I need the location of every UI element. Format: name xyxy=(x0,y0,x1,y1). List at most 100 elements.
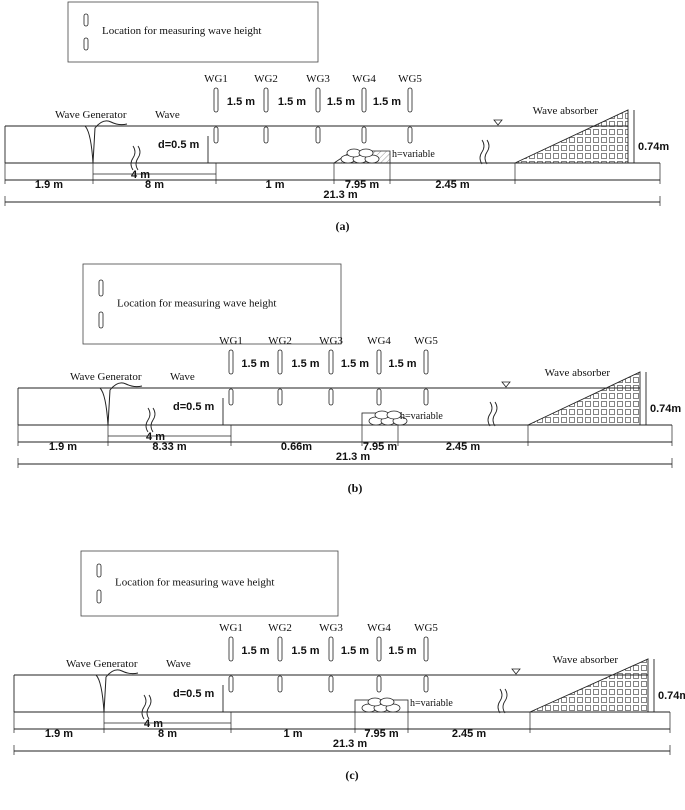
gauge-label: WG3 xyxy=(306,73,330,85)
wave-gauge-icon xyxy=(83,37,89,51)
segment-length-label: 7.95 m xyxy=(363,441,397,453)
total-length-label: 21.3 m xyxy=(323,189,357,201)
wave-gauge-icon xyxy=(328,349,334,375)
segment-length-label: 1.9 m xyxy=(49,441,77,453)
total-length-label: 21.3 m xyxy=(336,451,370,463)
wave-gauge-icon xyxy=(328,636,334,662)
wave-gauge-icon xyxy=(407,126,413,144)
wave-gauge-icon xyxy=(328,675,334,693)
wave-gauge-icon xyxy=(423,349,429,375)
gauge-label: WG5 xyxy=(414,335,438,347)
gauge-spacing-label: 1.5 m xyxy=(241,645,269,657)
wave-gauge-icon xyxy=(277,636,283,662)
wave-gauge-icon xyxy=(228,388,234,406)
legend-label: Location for measuring wave height xyxy=(102,25,261,37)
structure-height-label: h=variable xyxy=(400,411,443,422)
gen-to-wg1-label: 4 m xyxy=(144,718,163,730)
gauge-spacing-label: 1.5 m xyxy=(388,645,416,657)
break-mark-icon xyxy=(130,145,141,171)
gauge-label: WG5 xyxy=(398,73,422,85)
segment-length-label: 2.45 m xyxy=(452,728,486,740)
segment-length-label: 7.95 m xyxy=(345,179,379,191)
gauge-spacing-label: 1.5 m xyxy=(327,96,355,108)
wave-gauge-icon xyxy=(277,388,283,406)
gauge-spacing-label: 1.5 m xyxy=(373,96,401,108)
structure-height-label: h=variable xyxy=(392,149,435,160)
segment-length-label: 1 m xyxy=(266,179,285,191)
wave-generator-paddle xyxy=(95,669,139,713)
wave-gauge-icon xyxy=(376,636,382,662)
gauge-label: WG2 xyxy=(268,335,292,347)
gauge-spacing-label: 1.5 m xyxy=(227,96,255,108)
wave-gauge-icon xyxy=(228,636,234,662)
gauge-label: WG4 xyxy=(352,73,376,85)
segment-length-label: 8.33 m xyxy=(152,441,186,453)
wave-absorber xyxy=(527,371,641,426)
depth-label: d=0.5 m xyxy=(158,139,199,151)
wave-absorber xyxy=(529,658,649,713)
segment-length-label: 1.9 m xyxy=(45,728,73,740)
wave-gauge-icon xyxy=(315,126,321,144)
gauge-label: WG5 xyxy=(414,622,438,634)
wave-generator-paddle xyxy=(99,382,143,426)
gauge-spacing-label: 1.5 m xyxy=(241,358,269,370)
legend-box: Location for measuring wave height xyxy=(67,1,319,63)
break-mark-icon xyxy=(497,688,508,714)
gauge-spacing-label: 1.5 m xyxy=(291,358,319,370)
gauge-label: WG3 xyxy=(319,335,343,347)
wave-generator-label: Wave Generator xyxy=(55,109,127,121)
absorber-label: Wave absorber xyxy=(533,105,599,117)
segment-length-label: 8 m xyxy=(145,179,164,191)
wave-generator-label: Wave Generator xyxy=(66,658,138,670)
depth-label: d=0.5 m xyxy=(173,688,214,700)
wave-gauge-icon xyxy=(277,349,283,375)
wave-gauge-icon xyxy=(328,388,334,406)
wave-gauge-icon xyxy=(96,589,102,604)
wave-gauge-icon xyxy=(423,675,429,693)
wave-gauge-icon xyxy=(376,388,382,406)
gen-to-wg1-label: 4 m xyxy=(146,431,165,443)
wave-gauge-icon xyxy=(263,126,269,144)
segment-length-label: 8 m xyxy=(158,728,177,740)
wave-gauge-icon xyxy=(277,675,283,693)
legend-box: Location for measuring wave height xyxy=(82,263,342,345)
submerged-structure xyxy=(332,148,391,164)
wave-label: Wave xyxy=(155,109,180,121)
gen-to-wg1-label: 4 m xyxy=(131,169,150,181)
gauge-label: WG1 xyxy=(219,335,243,347)
wave-gauge-icon xyxy=(213,126,219,144)
wave-gauge-icon xyxy=(315,87,321,113)
wave-gauge-icon xyxy=(376,349,382,375)
legend-box: Location for measuring wave height xyxy=(80,550,339,617)
break-mark-icon xyxy=(479,139,490,165)
gauge-label: WG3 xyxy=(319,622,343,634)
wave-generator-paddle xyxy=(84,120,128,164)
water-level-icon xyxy=(511,668,521,675)
wave-gauge-icon xyxy=(98,279,104,297)
wave-gauge-icon xyxy=(98,311,104,329)
wave-label: Wave xyxy=(170,371,195,383)
segment-length-label: 2.45 m xyxy=(435,179,469,191)
panel-caption: (c) xyxy=(345,768,358,782)
gauge-spacing-label: 1.5 m xyxy=(341,645,369,657)
submerged-structure xyxy=(361,410,408,426)
legend-label: Location for measuring wave height xyxy=(115,576,274,588)
wave-gauge-icon xyxy=(228,675,234,693)
submerged-structure xyxy=(354,697,409,713)
wave-gauge-icon xyxy=(423,388,429,406)
segment-length-label: 0.66m xyxy=(281,441,312,453)
legend-label: Location for measuring wave height xyxy=(117,297,276,309)
absorber-label: Wave absorber xyxy=(545,367,611,379)
gauge-spacing-label: 1.5 m xyxy=(291,645,319,657)
depth-label: d=0.5 m xyxy=(173,401,214,413)
gauge-label: WG4 xyxy=(367,335,391,347)
segment-length-label: 2.45 m xyxy=(446,441,480,453)
wave-gauge-icon xyxy=(96,563,102,578)
gauge-label: WG1 xyxy=(204,73,228,85)
total-length-label: 21.3 m xyxy=(333,738,367,750)
segment-length-label: 1.9 m xyxy=(35,179,63,191)
absorber-label: Wave absorber xyxy=(553,654,619,666)
